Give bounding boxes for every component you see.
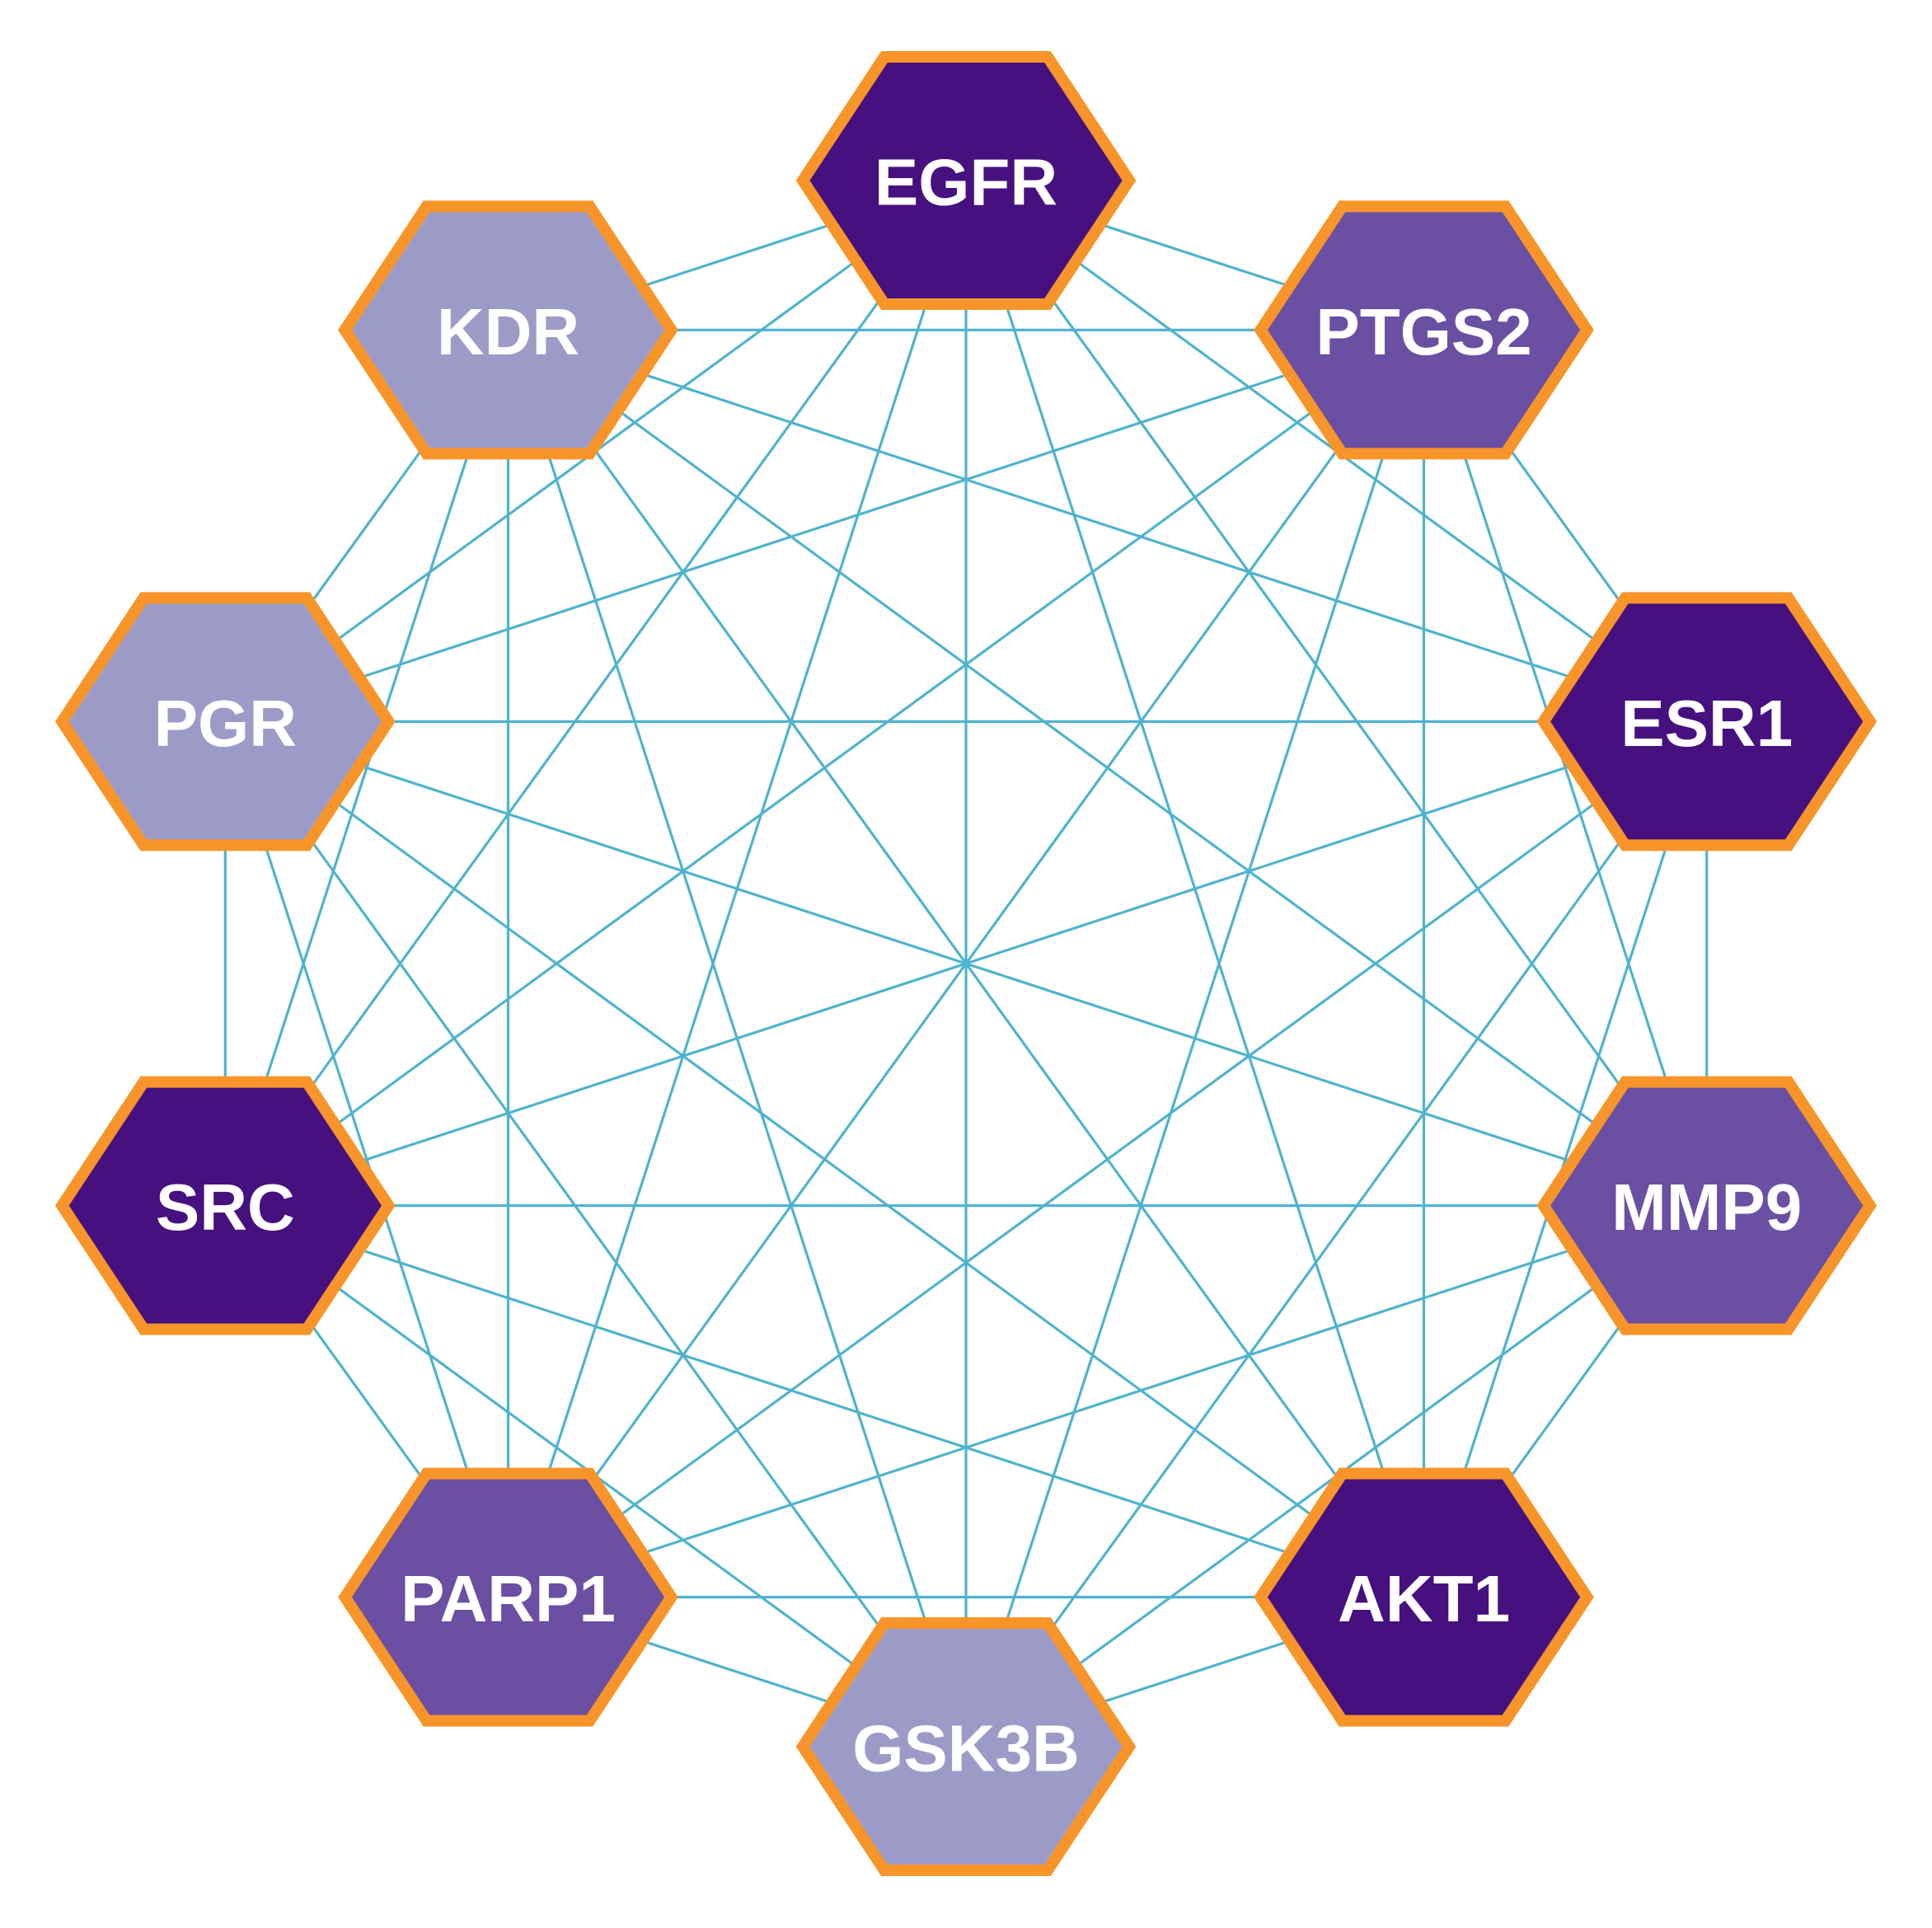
node-hexagon [1536, 1076, 1878, 1335]
node-label: MMP9 [1611, 1170, 1802, 1244]
edge-mmp9-kdr [507, 329, 1708, 1207]
node-mmp9[interactable]: MMP9 [1536, 1076, 1878, 1335]
node-label: GSK3B [852, 1712, 1080, 1785]
node-pgr[interactable]: PGR [54, 592, 396, 851]
edge-akt1-kdr [507, 329, 1425, 1598]
node-hexagon [1254, 1467, 1594, 1727]
node-hexagon [338, 200, 678, 460]
node-akt1[interactable]: AKT1 [1254, 1467, 1594, 1727]
node-label: SRC [156, 1170, 295, 1244]
edge-esr1-kdr [508, 328, 1708, 723]
node-hexagon [795, 51, 1137, 310]
node-hexagon [1536, 592, 1878, 851]
edge-layer [223, 179, 1709, 1748]
edge-src-kdr [223, 329, 510, 1207]
edge-ptgs2-pgr [224, 328, 1424, 723]
node-egfr[interactable]: EGFR [795, 51, 1137, 310]
node-hexagon [338, 1467, 678, 1727]
node-label: PGR [154, 687, 297, 760]
edge-egfr-src [224, 180, 968, 1207]
edge-gsk3b-kdr [506, 329, 968, 1747]
node-hexagon [54, 1076, 396, 1335]
node-label: PARP1 [401, 1562, 616, 1635]
edge-egfr-mmp9 [964, 180, 1708, 1207]
node-hexagon [1254, 200, 1594, 460]
node-label: ESR1 [1620, 687, 1793, 760]
node-esr1[interactable]: ESR1 [1536, 592, 1878, 851]
node-label: KDR [437, 295, 579, 368]
edge-esr1-gsk3b [964, 720, 1708, 1747]
node-hexagon [795, 1617, 1137, 1876]
node-ptgs2[interactable]: PTGS2 [1254, 200, 1594, 460]
edge-gsk3b-pgr [224, 720, 968, 1747]
node-src[interactable]: SRC [54, 1076, 396, 1335]
edge-akt1-pgr [224, 720, 1425, 1598]
edge-mmp9-parp1 [508, 1204, 1708, 1599]
node-label: AKT1 [1338, 1562, 1510, 1635]
node-kdr[interactable]: KDR [338, 200, 678, 460]
node-hexagon [54, 592, 396, 851]
node-label: EGFR [875, 146, 1057, 219]
edge-akt1-src [224, 1204, 1424, 1599]
node-gsk3b[interactable]: GSK3B [795, 1617, 1137, 1876]
edge-parp1-pgr [223, 720, 510, 1598]
node-label: PTGS2 [1315, 295, 1531, 368]
node-parp1[interactable]: PARP1 [338, 1467, 678, 1727]
